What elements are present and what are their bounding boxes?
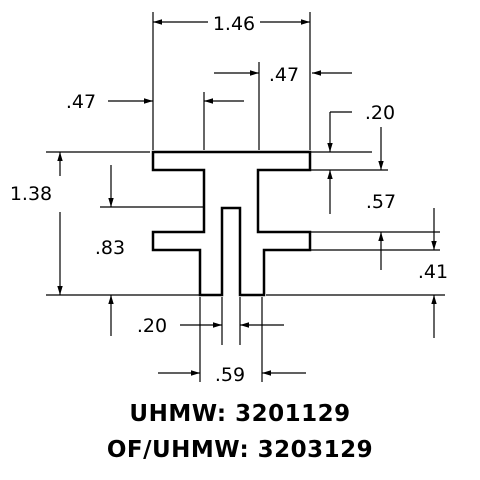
dim-overall-width: 1.46 <box>213 13 255 35</box>
dim-upper-gap: .57 <box>366 191 396 213</box>
dimension-lines <box>57 19 437 376</box>
extension-lines <box>46 12 445 382</box>
dim-flange-thickness: .20 <box>365 102 395 124</box>
part-profile <box>151 150 312 297</box>
dim-lower-height: .83 <box>95 237 125 259</box>
dim-bottom-height: .41 <box>418 261 448 283</box>
dim-slot-width: .20 <box>137 315 167 337</box>
dim-overall-height: 1.38 <box>10 183 52 205</box>
dimension-labels: 1.46 .47 .47 .20 1.38 .57 .83 .41 .20 .5… <box>10 13 448 386</box>
part-number-uhmw: UHMW: 3201129 <box>129 401 351 427</box>
part-number-of-uhmw: OF/UHMW: 3203129 <box>106 437 374 463</box>
dim-stem-width: .59 <box>215 364 245 386</box>
dim-left-flange: .47 <box>66 91 96 113</box>
dim-flange-width: .47 <box>269 64 299 86</box>
